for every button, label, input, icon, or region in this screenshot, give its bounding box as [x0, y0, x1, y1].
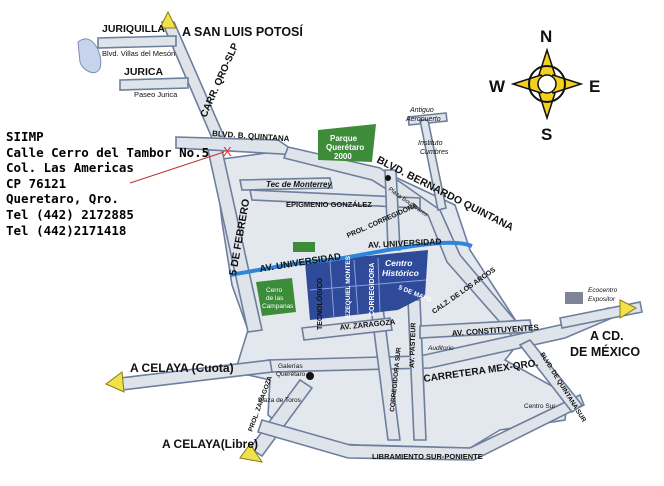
label-aeropuerto-2: Aeropuerto: [405, 116, 441, 123]
compass-e: E: [589, 77, 600, 96]
galerias-dot: [306, 372, 314, 380]
compass-w: W: [489, 77, 506, 96]
compass-s: S: [541, 125, 552, 144]
label-ecocentro-1: Ecocentro: [588, 287, 618, 294]
label-aeropuerto-1: Antiguo: [409, 107, 434, 114]
road-label-universidad-2: AV. UNIVERSIDAD: [368, 236, 442, 250]
label-galerias-1: Galerías: [278, 363, 303, 370]
label-cerro-3: Campanas: [262, 303, 294, 310]
road-label-qro-slp: CARR. QRO-SLP: [199, 41, 242, 119]
river: [229, 240, 473, 277]
dest-celaya-libre: A CELAYA(Libre): [162, 437, 258, 451]
address-street: Calle Cerro del Tambor No.5: [6, 144, 210, 160]
road-libramiento: [256, 393, 586, 461]
road-quintana-sur: [518, 338, 584, 414]
road-label-tecnologico: TECNOLÓGICO: [315, 277, 324, 330]
dest-celaya-cuota: A CELAYA (Cuota): [130, 361, 234, 375]
label-paseo-jurica: Paseo Jurica: [134, 90, 178, 99]
label-toros: Plaza de Toros: [258, 397, 302, 404]
road-aeropuerto-link: [419, 119, 447, 211]
road-tec: [239, 177, 333, 191]
road-zaragoza: [301, 317, 393, 341]
road-label-epigmenio: EPIGMENIO GONZÁLEZ: [286, 200, 372, 209]
destination-arrows: [105, 10, 638, 463]
plaza-boulevares-dot: [385, 175, 391, 181]
road-epigmenio: [249, 189, 421, 209]
juriquilla-lake: [77, 38, 102, 74]
label-parque-3: 2000: [334, 152, 352, 161]
centro-grid: [309, 257, 427, 319]
company-name: SIIMP: [6, 129, 44, 144]
label-centro-sur: Centro Sur: [524, 403, 556, 410]
dest-san-luis: A SAN LUIS POTOSÍ: [182, 24, 303, 39]
parque-queretaro-2000: [318, 124, 376, 162]
cerro-campanas: [256, 278, 296, 316]
address-block: SIIMP Calle Cerro del Tambor No.5 Col. L…: [6, 129, 209, 238]
label-ecocentro-2: Expositor: [588, 296, 616, 303]
dest-cdmx-1: A CD.: [590, 329, 624, 343]
park-small: [293, 242, 315, 252]
road-juriquilla: [97, 35, 177, 49]
arrow-celaya-libre-icon: [239, 443, 264, 463]
label-cumbres-1: Instituto: [418, 140, 443, 147]
label-cumbres-2: Cumbres: [420, 149, 449, 156]
label-villas: Blvd. Villas del Mesón: [102, 49, 175, 58]
label-tec: Tec de Monterrey: [266, 180, 332, 189]
pointer-line: [129, 151, 225, 184]
road-label-ezequiel: EZEQUIEL MONTES: [345, 255, 352, 318]
address-postal-code: CP 76121: [6, 175, 67, 191]
road-label-pasteur: AV. PASTEUR: [409, 322, 418, 368]
phone-2: Tel (442)2171418: [6, 222, 127, 238]
label-parque-1: Parque: [330, 134, 358, 143]
address-city: Queretaro, Qro.: [6, 191, 119, 207]
road-label-libramiento: LIBRAMIENTO SUR-PONIENTE: [372, 452, 483, 461]
compass-icon: N S W E: [489, 27, 600, 144]
label-parque-2: Querétaro: [326, 143, 364, 152]
arrow-celaya-cuota-icon: [105, 371, 125, 393]
label-galerias-2: Querétaro: [276, 371, 306, 378]
arrow-cdmx-icon: [619, 299, 638, 319]
dest-cdmx-2: DE MÉXICO: [570, 344, 640, 359]
road-constituyentes: [419, 319, 533, 339]
address-colony: Col. Las Americas: [6, 160, 134, 176]
arrow-san-luis-icon: [159, 10, 177, 29]
compass-n: N: [540, 27, 552, 46]
road-celaya-libre: [248, 378, 314, 458]
label-auditorio: Auditorio: [427, 345, 454, 352]
road-jurica: [119, 77, 189, 91]
label-cerro-2: de las: [266, 295, 284, 302]
label-jurica: JURICA: [124, 66, 164, 78]
road-aeropuerto: [407, 112, 448, 126]
label-centro-1: Centro: [385, 258, 412, 268]
parks: [77, 38, 583, 316]
label-cerro-1: Cerro: [266, 287, 283, 294]
road-label-corregidora: CORREGIDORA: [369, 263, 376, 316]
label-centro-2: Histórico: [382, 268, 419, 278]
location-marker: X: [223, 144, 232, 159]
ecocentro-block: [565, 292, 583, 304]
phone-1: Tel (442) 2172885: [6, 206, 134, 222]
label-juriquilla: JURIQUILLA: [102, 23, 165, 35]
